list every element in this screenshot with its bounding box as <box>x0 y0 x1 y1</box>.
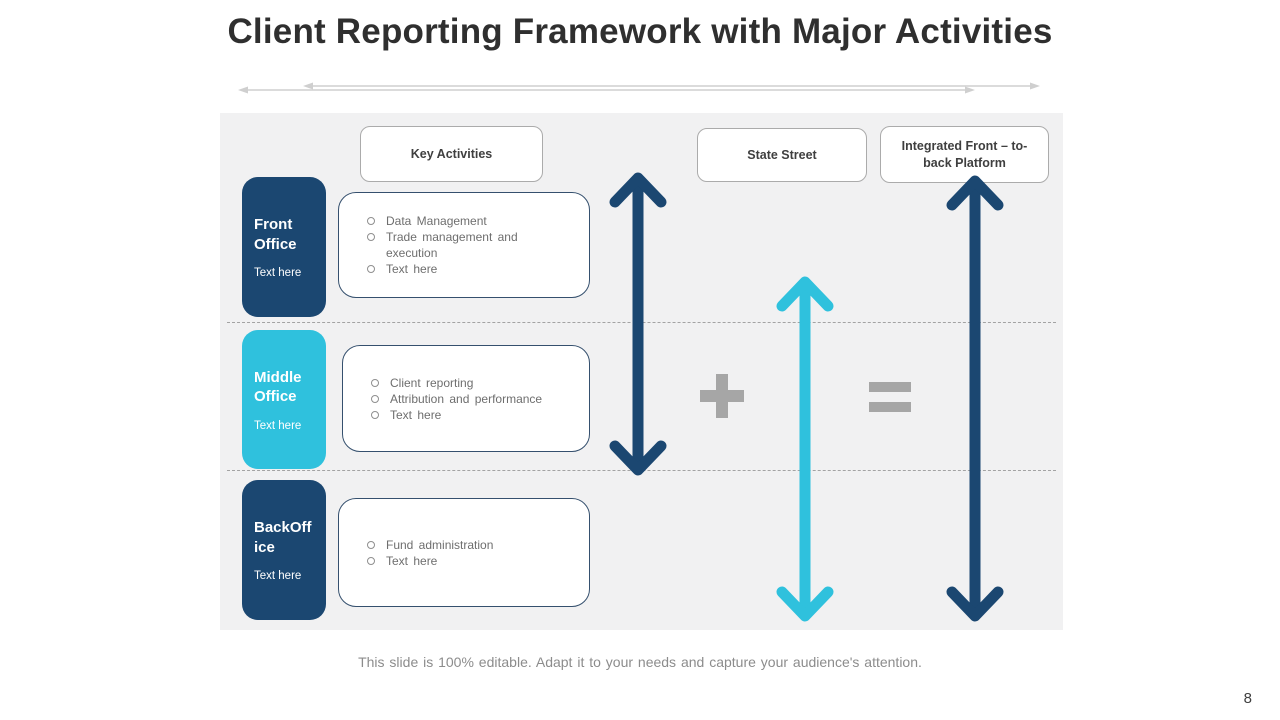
equals-icon-bottom-bar <box>869 402 911 412</box>
middle-office-activities-list: Client reporting Attribution and perform… <box>371 375 549 423</box>
framework-panel: Key Activities State Street Integrated F… <box>220 113 1063 630</box>
list-item: Text here <box>367 553 545 569</box>
row-label-back-office-subtitle: Text here <box>254 570 302 582</box>
list-item: Trade management and execution <box>367 229 545 261</box>
header-state-street: State Street <box>697 128 867 182</box>
row-label-back-office-title: BackOffice <box>254 519 312 556</box>
integrated-platform-vertical-arrow-icon <box>946 175 1004 622</box>
list-item: Text here <box>371 407 549 423</box>
editable-note: This slide is 100% editable. Adapt it to… <box>358 654 922 670</box>
front-office-activities-list: Data Management Trade management and exe… <box>367 213 549 277</box>
row-label-back-office: BackOffice Text here <box>242 480 326 620</box>
back-office-activities-list: Fund administration Text here <box>367 537 549 569</box>
header-integrated-platform-label: Integrated Front – to-back Platform <box>901 138 1028 170</box>
equals-icon <box>869 382 911 412</box>
row-label-middle-office-subtitle: Text here <box>254 419 302 432</box>
row-label-front-office-title: Front Office <box>254 216 297 253</box>
header-key-activities-label: Key Activities <box>410 146 493 161</box>
header-key-activities: Key Activities <box>360 126 543 182</box>
header-state-street-label: State Street <box>747 147 817 162</box>
front-office-activities-box: Data Management Trade management and exe… <box>338 192 590 298</box>
row-label-front-office: Front Office Text here <box>242 177 326 317</box>
list-item: Fund administration <box>367 537 545 553</box>
middle-back-vertical-arrow-icon <box>776 276 834 622</box>
list-item: Text here <box>367 261 545 277</box>
front-middle-vertical-arrow-icon <box>609 172 667 476</box>
list-item: Data Management <box>367 213 545 229</box>
row-label-middle-office-title: Middle Office <box>254 368 302 406</box>
plus-icon-vertical-bar <box>716 374 728 418</box>
row-label-front-office-subtitle: Text here <box>254 267 302 279</box>
list-item: Attribution and performance <box>371 391 549 407</box>
row-label-middle-office: Middle Office Text here <box>242 330 326 469</box>
page-title: Client Reporting Framework with Major Ac… <box>227 12 1053 51</box>
horizontal-double-arrows-icon <box>238 82 1040 94</box>
equals-icon-top-bar <box>869 382 911 392</box>
plus-icon <box>700 374 744 418</box>
middle-office-activities-box: Client reporting Attribution and perform… <box>342 345 590 452</box>
back-office-activities-box: Fund administration Text here <box>338 498 590 607</box>
page-number: 8 <box>1243 690 1252 707</box>
header-integrated-platform: Integrated Front – to-back Platform <box>880 126 1049 183</box>
list-item: Client reporting <box>371 375 549 391</box>
